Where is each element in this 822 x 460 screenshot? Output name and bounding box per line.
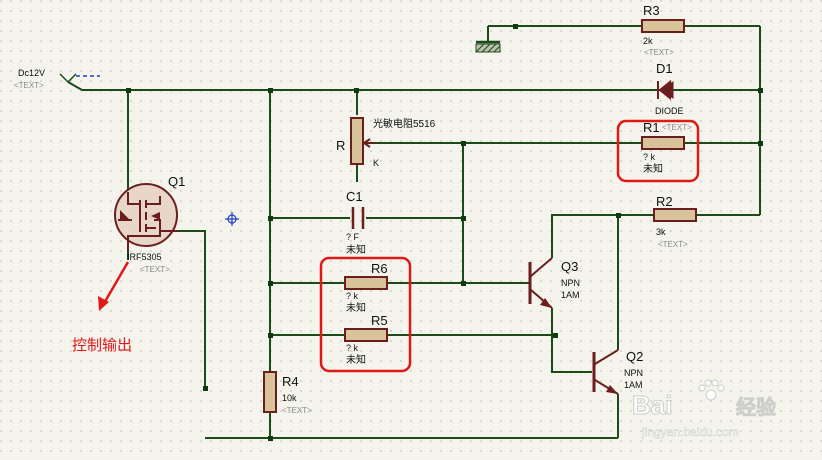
r3-value: 2k [643, 36, 653, 46]
r2-text-placeholder: <TEXT> [658, 240, 688, 249]
c1-unknown: 未知 [346, 243, 366, 256]
c1-ref: C1 [346, 189, 363, 204]
r1-unknown: 未知 [643, 162, 663, 175]
r4-text-placeholder: <TEXT> [282, 406, 312, 415]
watermark-url: jingyan.baidu.com [641, 425, 739, 439]
r5-unknown: 未知 [346, 353, 366, 366]
mosfet-q1[interactable]: Q1 IRF5305 <TEXT> [114, 174, 185, 274]
paw-icon [698, 379, 725, 401]
r6-unknown: 未知 [346, 301, 366, 314]
highlight-box-r5-r6 [319, 256, 412, 373]
resistor-r5[interactable]: R5 ? k 未知 [344, 313, 388, 366]
highlight-box-r1 [616, 119, 700, 183]
q3-type: NPN [561, 278, 580, 288]
q2-ref: Q2 [626, 349, 643, 364]
resistor-r1[interactable]: R1 <TEXT> ? k 未知 [641, 120, 692, 175]
r2-value: 3k [656, 227, 666, 237]
ldr-ref: R [336, 138, 345, 153]
diode-d1[interactable]: D1 DIODE [655, 61, 684, 116]
wires [82, 25, 761, 439]
c1-value: ? F [346, 232, 360, 242]
q1-ref: Q1 [168, 174, 185, 189]
ldr-resistor-r[interactable]: R 光敏电阻5516 K [336, 117, 436, 168]
resistor-r3[interactable]: R3 2k <TEXT> [641, 3, 685, 57]
r6-value: ? k [346, 291, 359, 301]
r5-ref: R5 [371, 313, 388, 328]
q1-part: IRF5305 [127, 252, 162, 262]
d1-value: DIODE [655, 106, 684, 116]
control-output-label: 控制输出 [72, 337, 132, 354]
r6-ref: R6 [371, 261, 388, 276]
r5-value: ? k [346, 343, 359, 353]
power-terminal-dc12v[interactable]: Dc12V <TEXT> [14, 68, 100, 91]
transistor-q2[interactable]: Q2 NPN 1AM [592, 349, 643, 395]
q3-rating: 1AM [561, 290, 580, 300]
resistor-r6[interactable]: R6 ? k 未知 [344, 261, 388, 314]
r3-ref: R3 [643, 3, 660, 18]
r1-text-placeholder: <TEXT> [662, 123, 692, 132]
crosshair-cursor-icon [225, 212, 239, 226]
dc12v-label: Dc12V [18, 68, 45, 78]
r2-ref: R2 [656, 194, 673, 209]
transistor-q3[interactable]: Q3 NPN 1AM [528, 257, 580, 309]
r1-value: ? k [643, 152, 656, 162]
capacitor-c1[interactable]: C1 ? F 未知 [346, 189, 366, 256]
watermark-brand: Bai [632, 390, 672, 420]
r4-value: 10k [282, 393, 297, 403]
resistor-r4[interactable]: R4 10k <TEXT> [263, 371, 312, 415]
ldr-value: 光敏电阻5516 [373, 117, 436, 130]
dc12v-text-placeholder: <TEXT> [14, 81, 44, 90]
resistor-r2[interactable]: R2 3k <TEXT> [653, 194, 697, 249]
q2-type: NPN [624, 368, 643, 378]
q1-text-placeholder: <TEXT> [140, 265, 170, 274]
r3-text-placeholder: <TEXT> [644, 48, 674, 57]
control-output-annotation: 控制输出 [72, 261, 132, 354]
ldr-k-label: K [373, 158, 379, 168]
d1-ref: D1 [656, 61, 673, 76]
r4-ref: R4 [282, 374, 299, 389]
ground-symbol [475, 40, 501, 53]
junction-nodes [126, 24, 763, 441]
watermark-suffix: 经验 [736, 395, 776, 419]
r1-ref: R1 [643, 120, 660, 135]
q2-rating: 1AM [624, 380, 643, 390]
q3-ref: Q3 [561, 259, 578, 274]
baidu-watermark: Bai 经验 jingyan.baidu.com [632, 379, 776, 439]
